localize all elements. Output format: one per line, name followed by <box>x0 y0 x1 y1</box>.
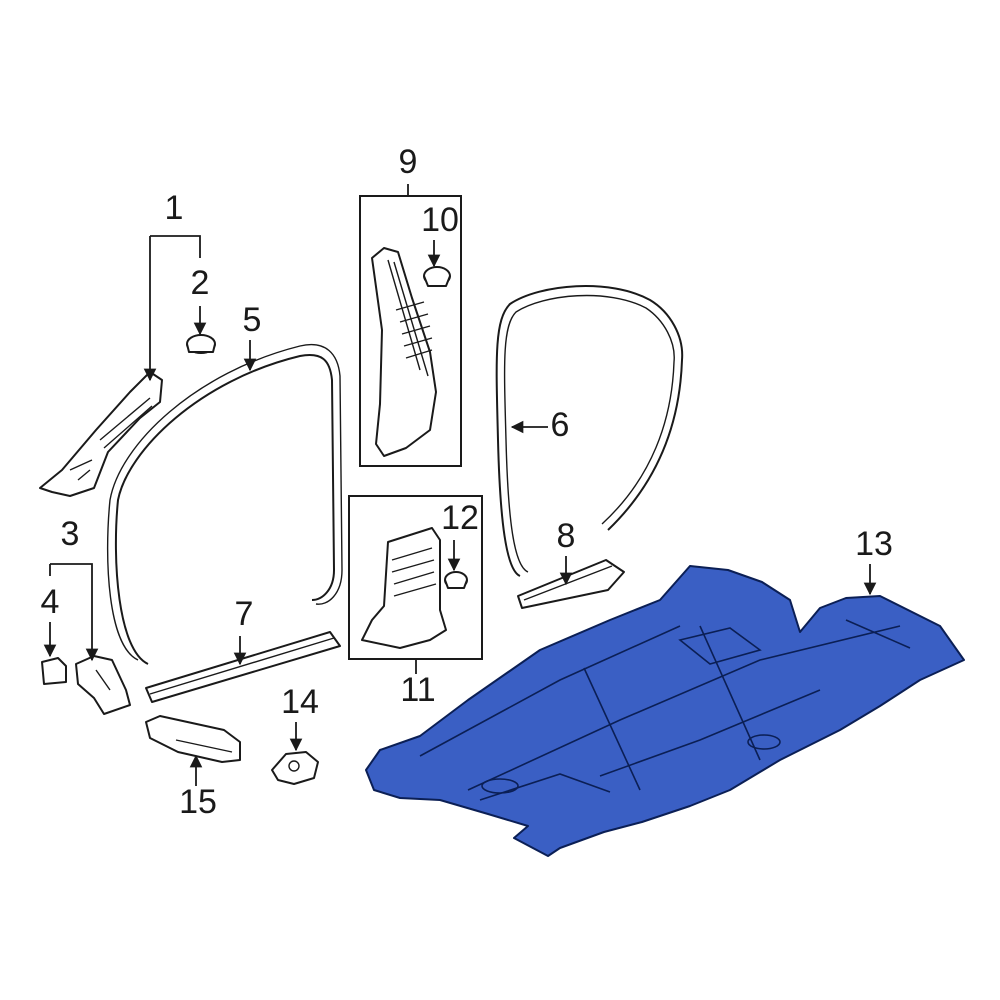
callout-6[interactable]: 6 <box>551 406 570 444</box>
part-12-clip[interactable] <box>444 571 468 589</box>
callout-1[interactable]: 1 <box>165 189 184 227</box>
part-13-floor-carpet[interactable] <box>365 565 965 857</box>
callout-7[interactable]: 7 <box>235 595 254 633</box>
part-7-scuff-plate-front[interactable] <box>145 631 341 703</box>
callout-11[interactable]: 11 <box>400 671 435 709</box>
callout-12[interactable]: 12 <box>441 499 479 537</box>
part-4-retainer[interactable] <box>41 657 67 685</box>
part-1-pillar-trim[interactable] <box>39 371 163 497</box>
callout-10[interactable]: 10 <box>421 201 459 239</box>
part-14-bracket[interactable] <box>271 751 319 785</box>
part-6-weatherstrip-rear[interactable] <box>495 285 684 577</box>
part-9-pillar-upper-trim[interactable] <box>371 247 437 457</box>
callout-9[interactable]: 9 <box>399 143 418 181</box>
callout-4[interactable]: 4 <box>41 583 60 621</box>
part-5-weatherstrip-front[interactable] <box>106 344 343 665</box>
part-15-trim[interactable] <box>145 715 241 763</box>
part-11-pillar-lower-trim[interactable] <box>361 527 447 649</box>
part-2-clip[interactable] <box>186 334 216 354</box>
callout-15[interactable]: 15 <box>179 783 217 821</box>
callout-5[interactable]: 5 <box>243 301 262 339</box>
callout-14[interactable]: 14 <box>281 683 319 721</box>
part-8-scuff-plate-rear[interactable] <box>517 559 625 609</box>
part-3-lower-trim[interactable] <box>75 655 131 715</box>
callout-labels: 1 2 3 4 5 6 7 8 9 10 11 12 13 14 15 <box>41 143 893 821</box>
part-9-box <box>359 195 462 467</box>
callout-13[interactable]: 13 <box>855 525 893 563</box>
callout-2[interactable]: 2 <box>191 264 210 302</box>
callout-3[interactable]: 3 <box>61 515 80 553</box>
leader-lines <box>43 184 877 786</box>
callout-8[interactable]: 8 <box>557 517 576 555</box>
part-10-clip[interactable] <box>423 266 451 287</box>
